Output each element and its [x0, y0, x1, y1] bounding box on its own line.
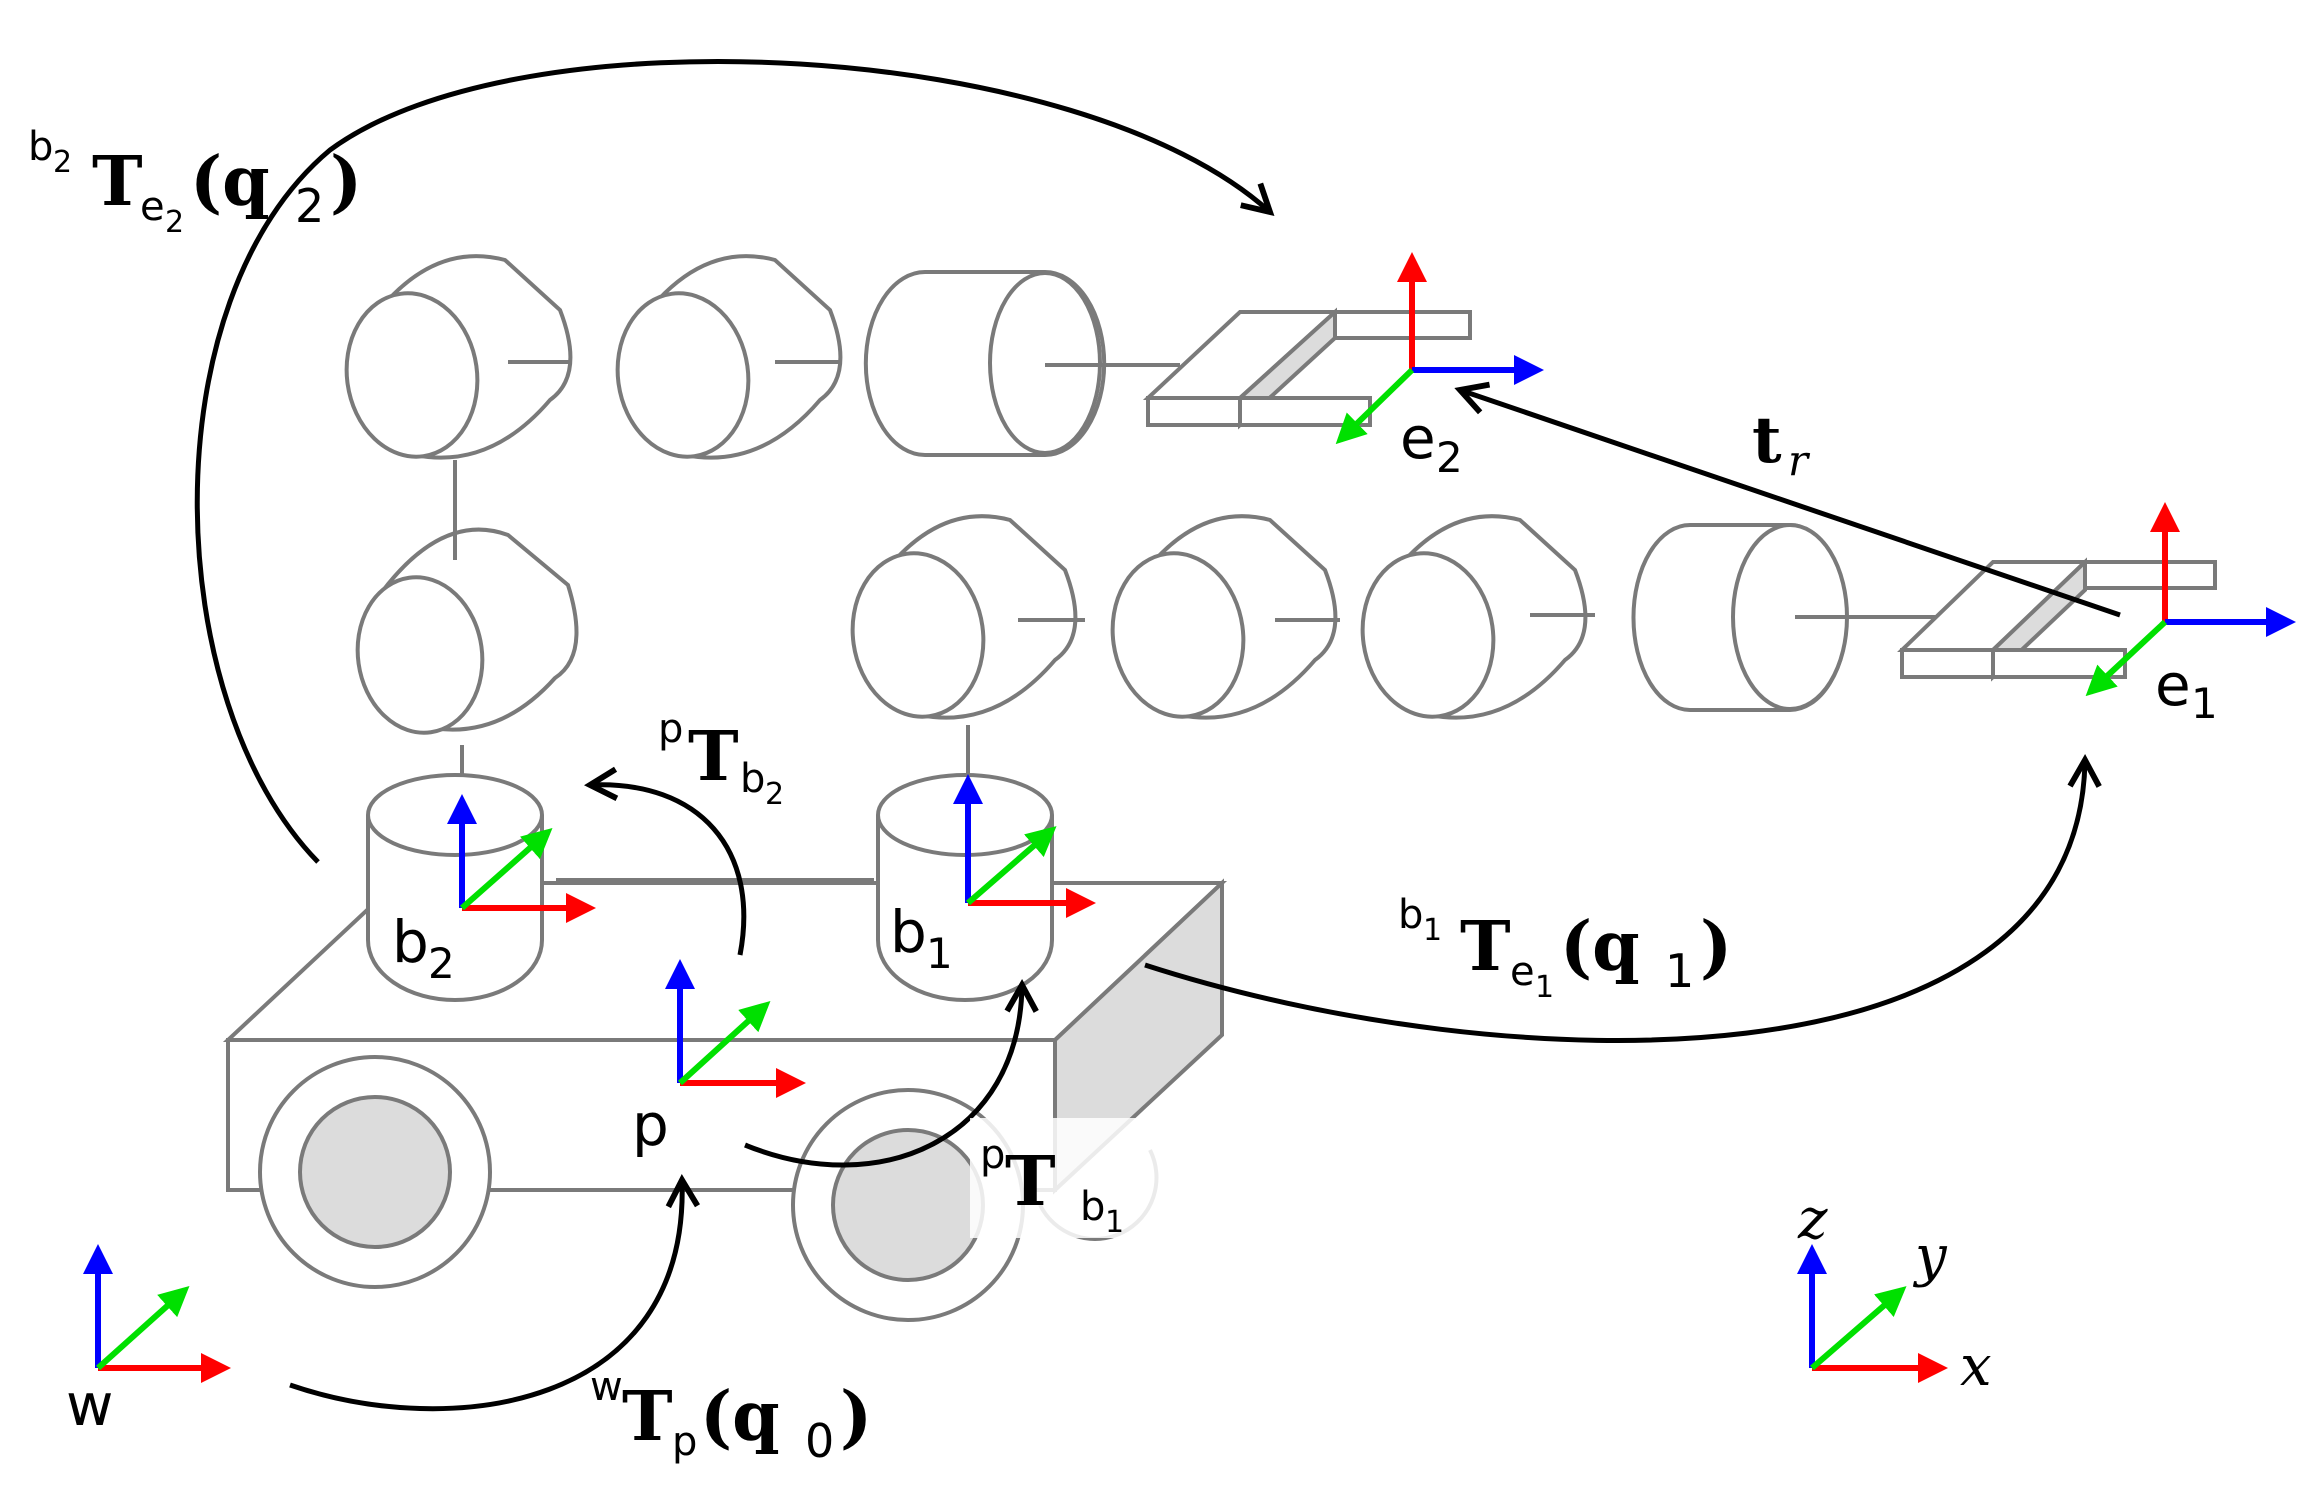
svg-text:b: b — [740, 756, 765, 802]
label-frame-b2: b 2 — [392, 908, 455, 988]
svg-text:p: p — [980, 1132, 1005, 1178]
label-b1-T-e1: b 1 T e 1 (q 1 ) — [1398, 892, 1732, 1005]
arm2-joint-1 — [355, 527, 579, 735]
frame-e1-axes — [2085, 502, 2296, 697]
svg-text:1: 1 — [1535, 970, 1554, 1005]
arm1-joint-2 — [1110, 514, 1338, 720]
svg-text:2: 2 — [765, 777, 784, 812]
arrow-t-r — [1460, 390, 2121, 618]
frame-e2-axes — [1335, 252, 1544, 445]
label-p-T-b1-backdrop — [970, 1118, 1170, 1238]
svg-text:(q: (q — [190, 142, 270, 222]
label-t-r: t r — [1752, 403, 1811, 485]
frame-p-axes — [665, 959, 806, 1098]
svg-text:1: 1 — [1665, 944, 1694, 998]
svg-text:T: T — [1460, 907, 1511, 987]
frame-b1-axes — [953, 774, 1096, 918]
frame-w-axes — [83, 1244, 231, 1383]
svg-text:(q: (q — [1560, 907, 1640, 987]
svg-text:b: b — [890, 898, 927, 966]
mobile-platform — [222, 878, 1228, 1322]
svg-text:1: 1 — [1105, 1205, 1124, 1240]
svg-text:w: w — [590, 1364, 623, 1410]
svg-text:1: 1 — [926, 929, 953, 978]
svg-text:e: e — [1400, 404, 1436, 472]
label-w-T-p: w T p (q 0 ) — [590, 1364, 872, 1468]
svg-text:2: 2 — [428, 939, 455, 988]
arm1-joint-3 — [1360, 514, 1588, 720]
arrow-b2-to-e2 — [194, 58, 1270, 864]
label-frame-w: w — [66, 1371, 113, 1439]
arm2-joint-2 — [344, 254, 573, 460]
svg-text:r: r — [1788, 436, 1811, 485]
svg-text:2: 2 — [53, 145, 72, 180]
label-frame-p: p — [632, 1091, 669, 1159]
svg-text:): ) — [840, 1377, 872, 1457]
label-b2-T-e2: b 2 T e 2 (q 2 ) — [28, 124, 362, 240]
front-wheel-left — [258, 1055, 492, 1289]
svg-text:T: T — [622, 1377, 673, 1457]
arm-2 — [344, 254, 1472, 1002]
svg-text:e: e — [140, 184, 165, 230]
arm2-gripper — [1142, 307, 1472, 430]
svg-text:): ) — [330, 142, 362, 222]
svg-text:1: 1 — [1423, 913, 1442, 948]
arrow-w-to-p — [289, 1180, 682, 1412]
legend-x-label: x — [1960, 1334, 1992, 1399]
label-frame-e2: e 2 — [1400, 404, 1463, 482]
svg-text:2: 2 — [295, 179, 324, 233]
arm-1 — [850, 514, 2217, 1002]
legend-y-label: y — [1912, 1224, 1948, 1289]
svg-text:1: 1 — [2191, 679, 2218, 728]
frame-b2-axes — [447, 794, 596, 923]
svg-text:e: e — [2155, 651, 2191, 719]
svg-text:e: e — [1510, 949, 1535, 995]
svg-text:b: b — [28, 124, 53, 170]
label-p-T-b2: p T b 2 — [658, 706, 784, 812]
svg-text:T: T — [1005, 1142, 1056, 1222]
arrow-p-to-b2 — [590, 785, 747, 956]
arm1-joint-1 — [850, 514, 1078, 720]
svg-text:): ) — [1700, 907, 1732, 987]
label-frame-e1: e 1 — [2155, 651, 2218, 728]
arrow-p-to-b1 — [744, 985, 1022, 1168]
arrow-b1-to-e1 — [1144, 760, 2085, 1043]
front-wheel-right — [791, 1088, 1025, 1322]
svg-text:T: T — [92, 142, 143, 222]
svg-text:b: b — [392, 908, 429, 976]
label-frame-b1: b 1 — [890, 898, 953, 978]
svg-text:(q: (q — [700, 1377, 780, 1457]
svg-text:T: T — [688, 717, 739, 797]
svg-text:b: b — [1080, 1184, 1105, 1230]
svg-text:p: p — [658, 706, 683, 752]
arm1-joint-4 — [1631, 523, 1849, 712]
svg-text:b: b — [1398, 892, 1423, 938]
svg-text:0: 0 — [805, 1414, 834, 1468]
arm2-joint-3 — [615, 254, 843, 460]
legend-z-label: z — [1797, 1187, 1828, 1252]
axes-legend-arrows — [1797, 1244, 1948, 1383]
svg-text:p: p — [672, 1419, 697, 1465]
svg-text:2: 2 — [1436, 433, 1463, 482]
svg-text:2: 2 — [165, 205, 184, 240]
label-p-T-b1: p T b 1 — [970, 1118, 1170, 1240]
svg-text:t: t — [1752, 403, 1782, 478]
